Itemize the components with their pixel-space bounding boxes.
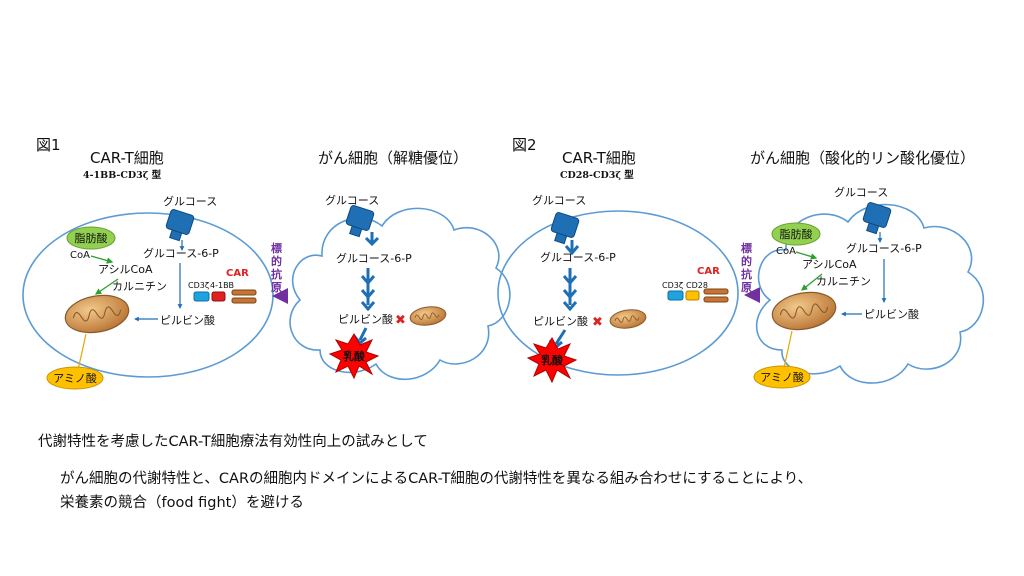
cd3z-2-label: CD3ζ bbox=[662, 281, 683, 290]
cd28-label: CD28 bbox=[686, 281, 708, 290]
figure-1: 図1 CAR-T細胞 4-1BB-CD3ζ 型 グルコース グルコース-6-P … bbox=[22, 136, 511, 390]
cart-cell-2-subtitle: CD28-CD3ζ 型 bbox=[560, 169, 634, 181]
target-antigen-label: 標 的 抗 原 bbox=[271, 241, 282, 294]
blocked-x-icon: ✖ bbox=[395, 313, 406, 328]
svg-text:原: 原 bbox=[741, 281, 752, 294]
glycolysis-arrow-1-icon bbox=[364, 232, 380, 247]
cancer2-amino-acid-badge bbox=[753, 365, 811, 389]
coa-label: CoA bbox=[70, 250, 90, 261]
cart2-pyruvate-label: ピルビン酸 bbox=[533, 314, 588, 328]
svg-text:的: 的 bbox=[741, 254, 752, 268]
cart-cell-subtitle: 4-1BB-CD3ζ 型 bbox=[83, 169, 162, 181]
cancer2-carnitine-label: カルニチン bbox=[816, 275, 871, 288]
cd3z-domain bbox=[193, 291, 210, 302]
caption-body-line-2: 栄養素の競合（food fight）を避ける bbox=[60, 495, 304, 511]
caption-heading: 代謝特性を考慮したCAR-T細胞療法有効性向上の試みとして bbox=[38, 434, 428, 450]
figure-2: 図2 CAR-T細胞 CD28-CD3ζ 型 グルコース グルコース-6-P ピ… bbox=[497, 136, 985, 389]
cd28-domain bbox=[685, 290, 700, 301]
bb41-domain bbox=[211, 291, 226, 302]
glycolysis-arrow-2-icon bbox=[360, 268, 376, 312]
cancer-cell-membrane bbox=[289, 207, 511, 381]
cart2-blocked-x-icon: ✖ bbox=[592, 315, 603, 330]
cancer-g6p-label: グルコース-6-P bbox=[336, 251, 412, 265]
cart2-g6p-label: グルコース-6-P bbox=[540, 250, 616, 264]
cancer2-coa-label: CoA bbox=[776, 246, 796, 257]
glucose-transporter-icon bbox=[165, 209, 195, 242]
figure-1-title: 図1 bbox=[36, 136, 61, 154]
car-receptor-icon bbox=[231, 289, 257, 304]
g6p-label: グルコース-6-P bbox=[143, 246, 219, 260]
cancer2-mitochondrion-icon bbox=[771, 291, 837, 331]
cart-cell-2-membrane bbox=[497, 210, 739, 376]
cancer2-fatty-acid-badge bbox=[771, 222, 821, 246]
cart-cell-membrane bbox=[22, 212, 274, 378]
car-2-label: CAR bbox=[697, 266, 720, 277]
pyruvate-label: ピルビン酸 bbox=[160, 313, 215, 327]
svg-text:的: 的 bbox=[271, 254, 282, 268]
car-label: CAR bbox=[226, 268, 249, 279]
cd3z-2-domain bbox=[667, 290, 684, 301]
cancer-pyruvate-label: ピルビン酸 bbox=[338, 312, 393, 326]
antigen-2-triangle-icon bbox=[744, 287, 760, 303]
cancer-cell-2-title: がん細胞（酸化的リン酸化優位） bbox=[750, 149, 975, 167]
amino-acid-label: アミノ酸 bbox=[53, 371, 97, 385]
antigen-triangle-icon bbox=[272, 288, 288, 304]
fatty-acid-badge bbox=[66, 226, 116, 250]
cancer-glucose-label: グルコース bbox=[325, 193, 379, 207]
cancer2-amino-acid-label: アミノ酸 bbox=[760, 370, 804, 384]
cancer-mitochondrion-icon bbox=[409, 306, 447, 326]
cart2-glycolysis-arrow-1-icon bbox=[564, 240, 580, 256]
svg-text:原: 原 bbox=[271, 281, 282, 294]
cart2-mitochondrion-icon bbox=[609, 309, 647, 329]
cart2-lactate-label: 乳酸 bbox=[541, 353, 564, 367]
bb41-label: 4-1BB bbox=[210, 281, 234, 290]
cancer2-g6p-label: グルコース-6-P bbox=[846, 241, 922, 255]
cancer2-fatty-acid-label: 脂肪酸 bbox=[780, 227, 813, 241]
amino-acid-badge bbox=[46, 366, 104, 390]
cart-cell-title: CAR-T細胞 bbox=[90, 149, 164, 167]
cancer-cell-title: がん細胞（解糖優位） bbox=[318, 149, 468, 167]
cart2-glucose-label: グルコース bbox=[532, 193, 586, 207]
cancer-glucose-transporter-icon bbox=[345, 205, 375, 238]
cancer2-acyl-coa-label: アシルCoA bbox=[802, 258, 857, 271]
target-antigen-2-label: 標 的 抗 原 bbox=[741, 241, 752, 294]
cart2-lactate-burst-icon bbox=[526, 336, 578, 384]
cancer2-glucose-label: グルコース bbox=[834, 185, 888, 199]
caption-body-line-1: がん細胞の代謝特性と、CARの細胞内ドメインによるCAR-T細胞の代謝特性を異な… bbox=[60, 471, 813, 487]
fatty-acid-label: 脂肪酸 bbox=[75, 231, 108, 245]
acyl-coa-label: アシルCoA bbox=[98, 263, 153, 276]
cart2-glucose-transporter-icon bbox=[550, 212, 580, 245]
lactate-label: 乳酸 bbox=[343, 349, 366, 363]
cancer2-pyruvate-label: ピルビン酸 bbox=[864, 307, 919, 321]
svg-text:抗: 抗 bbox=[271, 267, 282, 281]
svg-text:標: 標 bbox=[741, 241, 752, 255]
cd3z-label: CD3ζ bbox=[188, 281, 209, 290]
mitochondrion-icon bbox=[64, 294, 130, 334]
figure-2-title: 図2 bbox=[512, 136, 537, 154]
cart2-glycolysis-arrow-2-icon bbox=[562, 268, 578, 312]
lactate-burst-icon bbox=[328, 332, 380, 380]
cart-cell-2-title: CAR-T細胞 bbox=[562, 149, 636, 167]
svg-text:標: 標 bbox=[271, 241, 282, 255]
caption-body: がん細胞の代謝特性と、CARの細胞内ドメインによるCAR-T細胞の代謝特性を異な… bbox=[60, 467, 812, 515]
glucose-label: グルコース bbox=[163, 194, 217, 208]
cancer2-glucose-transporter-icon bbox=[862, 202, 892, 235]
car-2-receptor-icon bbox=[703, 288, 729, 303]
carnitine-label: カルニチン bbox=[112, 280, 167, 293]
svg-text:抗: 抗 bbox=[741, 267, 752, 281]
